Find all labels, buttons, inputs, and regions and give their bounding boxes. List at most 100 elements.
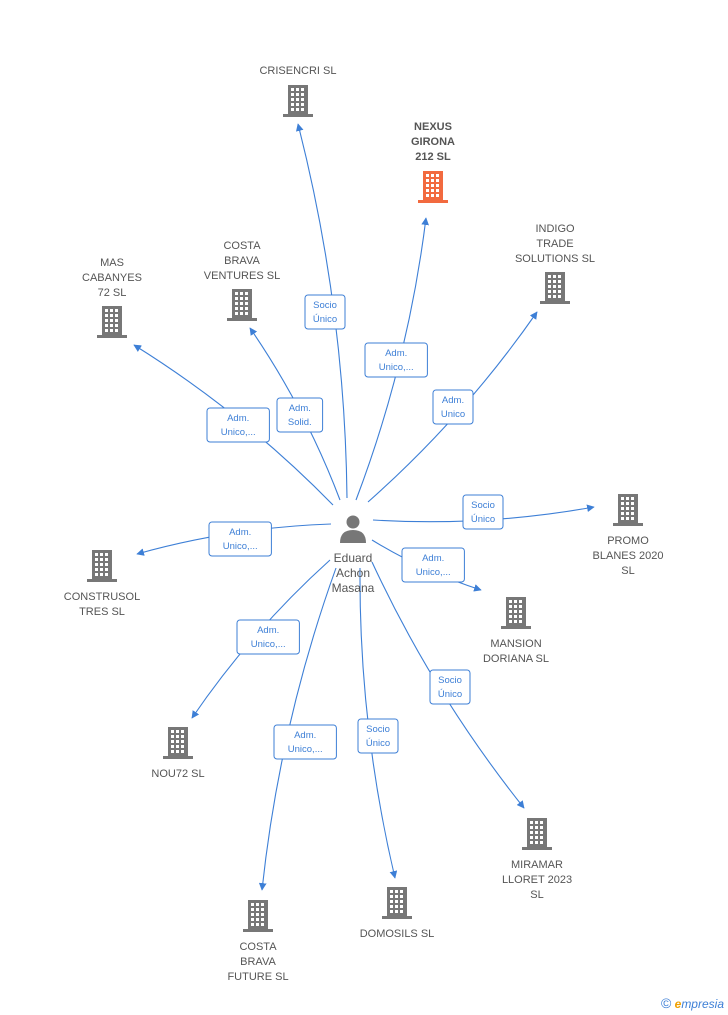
relationship-label[interactable]: Adm.Unico bbox=[432, 389, 474, 425]
brand-name: mpresia bbox=[681, 997, 724, 1011]
person-name-line: Achon bbox=[336, 566, 370, 580]
relationship-label-box bbox=[357, 718, 399, 754]
company-node-domosils[interactable]: DOMOSILS SL bbox=[360, 887, 435, 940]
edge-mansion[interactable]: Adm. Unico,... bbox=[371, 539, 482, 592]
copyright-symbol: © bbox=[660, 995, 672, 1011]
relationship-label-line: Único bbox=[471, 514, 495, 525]
relationship-label-line: Adm. bbox=[294, 730, 316, 741]
person-name-line: Eduard bbox=[334, 551, 373, 565]
edge-nexus[interactable]: Adm. Unico,... bbox=[355, 217, 429, 501]
relationship-label-box bbox=[206, 407, 270, 443]
building-icon bbox=[87, 550, 117, 582]
company-name-line: SOLUTIONS SL bbox=[515, 253, 595, 265]
relationship-label-box bbox=[462, 494, 504, 530]
company-name-line: DOMOSILS SL bbox=[360, 928, 435, 940]
company-name-line: TRES SL bbox=[79, 606, 125, 618]
relationship-label-line: Socio bbox=[438, 675, 462, 686]
company-name-line: INDIGO bbox=[535, 223, 575, 235]
relationship-label[interactable]: Adm. Unico,... bbox=[401, 547, 465, 583]
company-name-line: FUTURE SL bbox=[227, 971, 288, 983]
brand-logo-letter: e bbox=[674, 997, 682, 1011]
edge-costabrava_future[interactable]: Adm.Unico,... bbox=[258, 567, 337, 891]
company-node-construsol[interactable]: CONSTRUSOL TRES SL bbox=[64, 550, 140, 618]
edge-costabrava_ventures[interactable]: Adm. Solid. bbox=[249, 327, 341, 501]
relationship-label-line: Único bbox=[366, 738, 390, 749]
building-icon bbox=[501, 597, 531, 629]
relationship-label-line: Único bbox=[313, 314, 337, 325]
relationship-label-box bbox=[401, 547, 465, 583]
relationship-label[interactable]: Adm.Unico,... bbox=[206, 407, 270, 443]
company-name-line: COSTA bbox=[239, 941, 277, 953]
company-node-crisencri[interactable]: CRISENCRI SL bbox=[259, 65, 337, 117]
company-name-line: MIRAMAR bbox=[511, 859, 563, 871]
company-node-nou72[interactable]: NOU72 SL bbox=[151, 727, 205, 780]
person-icon bbox=[340, 515, 366, 543]
relationship-label-box bbox=[273, 724, 337, 760]
relationship-label[interactable]: Adm. Unico,... bbox=[364, 342, 428, 378]
company-name-line: MANSION bbox=[490, 638, 541, 650]
edge-construsol[interactable]: Adm.Unico,... bbox=[136, 521, 332, 557]
company-name-line: 72 SL bbox=[98, 287, 127, 299]
edges-layer: SocioÚnicoAdm.Unico,...Adm.UnicoAdm.Soli… bbox=[133, 123, 595, 891]
relationship-label-box bbox=[236, 619, 300, 655]
company-name-line: 212 SL bbox=[415, 151, 451, 163]
relationship-label-line: Adm. bbox=[257, 625, 279, 636]
company-name-line: CABANYES bbox=[82, 272, 142, 284]
relationship-label-line: Adm. bbox=[442, 395, 464, 406]
relationship-label-line: Socio bbox=[313, 300, 337, 311]
relationship-label-line: Adm. bbox=[289, 403, 311, 414]
person-name-line: Masana bbox=[332, 581, 375, 595]
company-name-line: TRADE bbox=[536, 238, 573, 250]
company-node-mas_cabanyes[interactable]: MAS CABANYES 72 SL bbox=[82, 257, 142, 338]
edge-nou72[interactable]: Adm. Unico,... bbox=[191, 559, 331, 719]
company-node-costabrava_future[interactable]: COSTA BRAVA FUTURE SL bbox=[227, 900, 289, 983]
company-name-line: MAS bbox=[100, 257, 124, 269]
company-name-line: GIRONA bbox=[411, 136, 455, 148]
relationship-label-line: Adm. bbox=[385, 348, 407, 359]
relationship-label-line: Unico,... bbox=[416, 567, 451, 578]
edge-indigo[interactable]: Adm.Unico bbox=[367, 311, 538, 503]
company-name-line: CONSTRUSOL bbox=[64, 591, 140, 603]
relationship-label-line: Unico,... bbox=[251, 639, 286, 650]
relationship-label-line: Socio bbox=[366, 724, 390, 735]
company-name-line: BRAVA bbox=[224, 255, 260, 267]
company-name-line: BLANES 2020 bbox=[593, 550, 664, 562]
relationship-label[interactable]: Adm. Solid. bbox=[276, 397, 324, 433]
relationship-label-line: Adm. bbox=[422, 553, 444, 564]
relationship-label[interactable]: Adm.Unico,... bbox=[273, 724, 337, 760]
relationship-label-line: Unico,... bbox=[223, 541, 258, 552]
building-icon bbox=[97, 306, 127, 338]
empresia-brand[interactable]: © empresia bbox=[661, 995, 724, 1011]
relationship-label-line: Único bbox=[438, 689, 462, 700]
building-icon bbox=[613, 494, 643, 526]
company-node-nexus[interactable]: NEXUS GIRONA 212 SL bbox=[411, 121, 455, 203]
relationship-label-line: Unico,... bbox=[379, 362, 414, 373]
edge-mas_cabanyes[interactable]: Adm. Unico,... bbox=[133, 344, 334, 506]
company-name-line: NEXUS bbox=[414, 121, 452, 133]
relationship-label-box bbox=[304, 294, 346, 330]
company-name-line: BRAVA bbox=[240, 956, 276, 968]
relationship-label[interactable]: Adm.Unico,... bbox=[208, 521, 272, 557]
relationship-label-line: Unico,... bbox=[221, 427, 256, 438]
company-name-line: SL bbox=[621, 565, 634, 577]
relationship-label[interactable]: Adm. Unico,... bbox=[236, 619, 300, 655]
building-icon bbox=[418, 171, 448, 203]
company-node-indigo[interactable]: INDIGO TRADE SOLUTIONS SL bbox=[515, 223, 595, 304]
relationship-label-line: Solid. bbox=[288, 417, 312, 428]
company-name-line: NOU72 SL bbox=[151, 768, 204, 780]
relationship-label-box bbox=[276, 397, 324, 433]
company-name-line: COSTA bbox=[223, 240, 261, 252]
